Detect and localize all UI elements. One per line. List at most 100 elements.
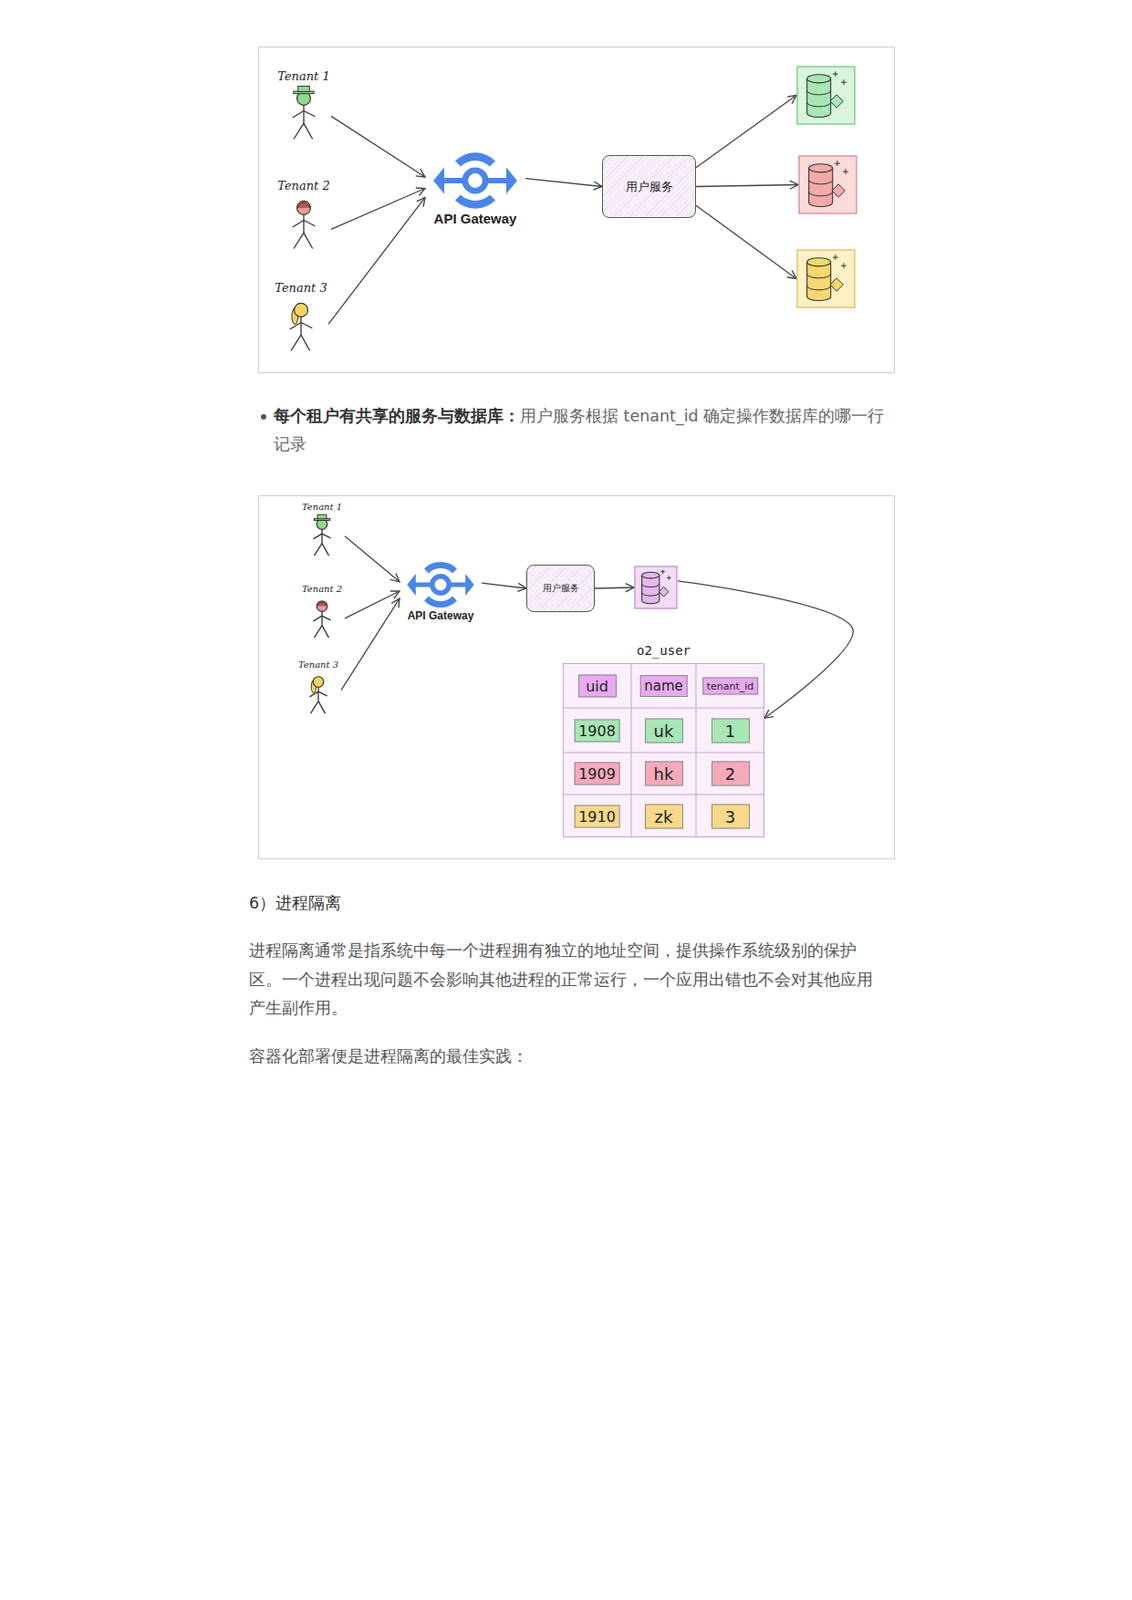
bullet-dot: [260, 414, 267, 420]
table-cell: uid: [578, 674, 617, 697]
table-cell: zk: [644, 803, 684, 829]
tenant-figure: Tenant 3: [273, 280, 329, 354]
database-icon: [633, 565, 678, 610]
connector-arrow: [344, 591, 400, 619]
node-label: API Gateway: [425, 210, 526, 227]
sparkle: [666, 575, 671, 580]
bullet-lead: 每个租户有共享的服务与数据库：: [273, 406, 520, 426]
node-label: Tenant 3: [273, 280, 329, 295]
database-cylinder: [809, 164, 833, 173]
stick-figure: [283, 194, 324, 251]
node-label: o2_user: [562, 638, 765, 664]
table-rule: [562, 794, 765, 796]
stick-figure: [292, 85, 316, 139]
tenant-figure: Tenant 2: [299, 583, 345, 640]
figure-head: [297, 200, 312, 215]
figure-stroke: [292, 111, 304, 118]
figure-stroke: [290, 334, 302, 351]
database-icon: [798, 155, 858, 215]
gateway-arc: [424, 561, 457, 574]
table-cell: 1908: [573, 718, 621, 742]
table-cell: hk: [644, 761, 684, 787]
database-icon: [796, 65, 856, 125]
node-label: 用户服务: [542, 581, 580, 595]
stick-figure: [312, 514, 331, 556]
tenant-figure: Tenant 2: [276, 178, 332, 251]
gateway-icon: [406, 561, 475, 608]
stick-figure: [280, 296, 322, 354]
table-cell: 1909: [573, 762, 621, 786]
connector-arrow: [341, 598, 400, 690]
stick-figure: [283, 84, 324, 142]
database-band: [642, 583, 660, 587]
tenant-figure: Tenant 1: [276, 69, 332, 142]
database-cylinder: [809, 167, 833, 207]
gateway-arc: [424, 596, 457, 609]
figure-stroke: [318, 691, 328, 696]
figure-stroke: [301, 322, 312, 329]
figure-hat: [317, 514, 327, 520]
table-cell: 3: [711, 803, 750, 829]
database-tile: [799, 155, 857, 214]
body-paragraph: 进程隔离通常是指系统中每一个进程拥有独立的地址空间，提供操作系统级别的保护区。一…: [249, 936, 879, 1024]
sparkle: [832, 71, 839, 77]
section-heading: 6）进程隔离: [249, 889, 614, 919]
table-cell: 1: [711, 717, 750, 743]
database-band: [809, 191, 833, 197]
database-icon: [797, 249, 855, 308]
api-gateway: API Gateway: [399, 560, 482, 623]
connector-arrow: [328, 197, 426, 324]
database-icon: [798, 155, 858, 215]
database-icon: [634, 566, 677, 609]
figure-hat: [298, 85, 311, 92]
connector-arrow: [331, 188, 426, 230]
database-tile: [797, 66, 855, 125]
figure-stroke: [303, 123, 313, 139]
table-rule: [562, 752, 765, 754]
database-tile: [797, 249, 855, 308]
figure-stroke: [309, 691, 319, 697]
database-band: [807, 102, 831, 107]
gateway-arc: [455, 194, 496, 208]
figure-hair: [297, 202, 312, 208]
gateway-arrow: [506, 166, 518, 194]
database-cylinder: [807, 261, 831, 301]
figure-stroke: [302, 104, 304, 124]
sparkle: [841, 79, 847, 85]
node-label: 用户服务: [625, 178, 674, 196]
sparkle: [842, 168, 849, 175]
figure-stroke: [302, 214, 304, 233]
connector-arrow: [525, 178, 603, 187]
stick-figure: [290, 302, 313, 351]
bullet-dot: [259, 412, 269, 422]
figure-stroke: [321, 543, 329, 556]
database-band: [642, 592, 660, 596]
database-diamond: [830, 278, 843, 291]
gateway-icon: [404, 560, 478, 610]
node-label: Tenant 2: [299, 583, 345, 594]
figure-stroke: [321, 611, 322, 625]
figure-stroke: [314, 543, 323, 556]
tenant-figure: Tenant 1: [299, 501, 345, 558]
database-diamond: [831, 184, 845, 198]
figure-stroke: [321, 625, 329, 638]
database-icon: [799, 155, 857, 214]
node-label: Tenant 2: [276, 178, 332, 193]
database-band: [807, 273, 831, 279]
stick-figure: [302, 671, 334, 716]
data-table: o2_useruidnametenant_id1908uk11909hk2191…: [562, 638, 765, 838]
database-cylinder: [807, 78, 831, 117]
database-diamond: [658, 587, 669, 598]
table-rule: [631, 663, 633, 838]
table-ground: [563, 664, 765, 838]
database-cylinder: [807, 74, 831, 84]
table-cell: 1910: [573, 804, 621, 828]
table-rule: [562, 707, 765, 709]
service-box: 用户服务: [526, 564, 595, 613]
node-label: Tenant 1: [276, 69, 332, 84]
sparkle: [661, 570, 665, 574]
figure-hair: [316, 602, 328, 607]
sparkle: [841, 262, 847, 269]
connector-arrow: [695, 95, 797, 168]
